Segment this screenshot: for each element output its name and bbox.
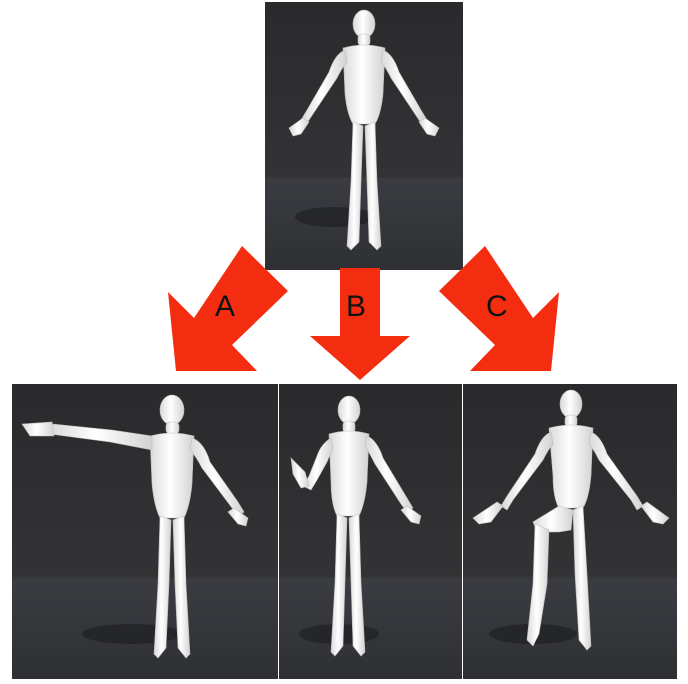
- top-pose-panel: [265, 2, 463, 270]
- hand-forward-figure-image: [279, 384, 462, 679]
- leg-raised-figure-image: [463, 384, 677, 679]
- arm-raised-figure-image: [12, 384, 278, 679]
- arrow-c-label: C: [486, 290, 508, 323]
- arrow-b: [310, 268, 410, 380]
- pose-b-panel: [279, 384, 462, 679]
- arrow-b-label: B: [346, 290, 366, 323]
- pose-c-panel: [463, 384, 677, 679]
- pose-a-panel: [12, 384, 278, 679]
- neutral-figure-image: [265, 2, 463, 270]
- arrow-a-label: A: [215, 290, 235, 323]
